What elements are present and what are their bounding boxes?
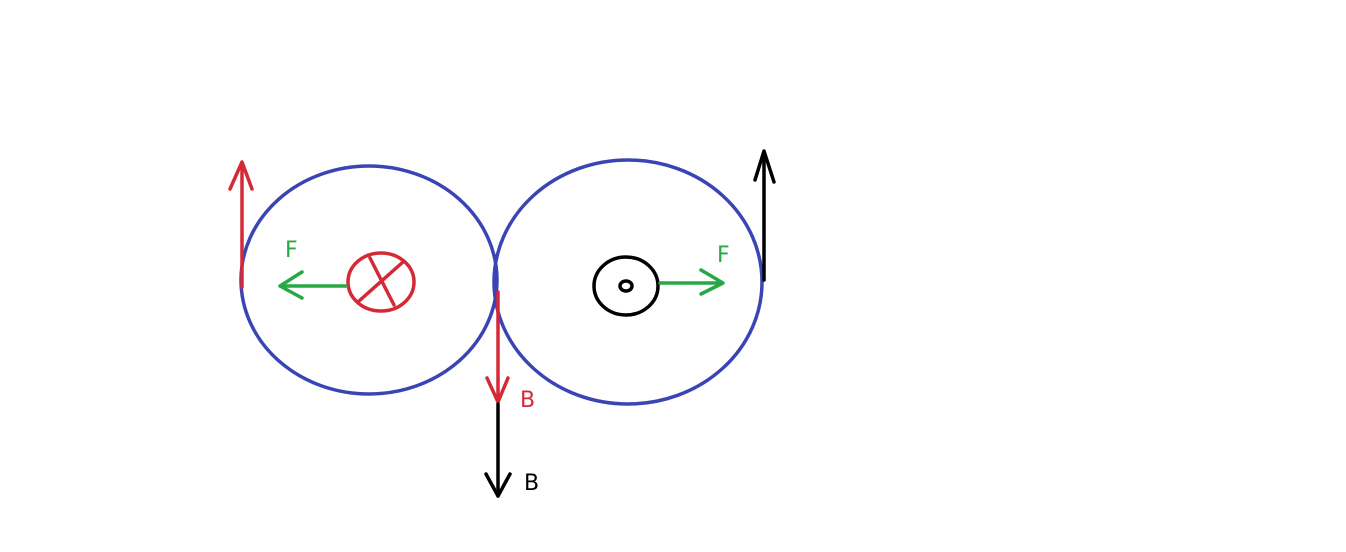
black-field-arrow-down [484, 402, 512, 498]
left-field-circle [239, 164, 499, 396]
left-force-label: F [285, 238, 298, 263]
right-tangent-field-arrow [753, 149, 776, 282]
red-field-label: B [520, 388, 535, 413]
right-wire-out-of-page-icon [592, 255, 660, 317]
right-force-label: F [717, 243, 730, 268]
red-field-arrow-down [485, 290, 510, 404]
right-field-circle [492, 158, 764, 406]
right-force-arrow [658, 268, 725, 296]
left-tangent-field-arrow [228, 160, 254, 289]
left-force-arrow [278, 270, 348, 300]
left-wire-into-page-icon [346, 251, 416, 313]
black-field-label: B [524, 471, 539, 496]
